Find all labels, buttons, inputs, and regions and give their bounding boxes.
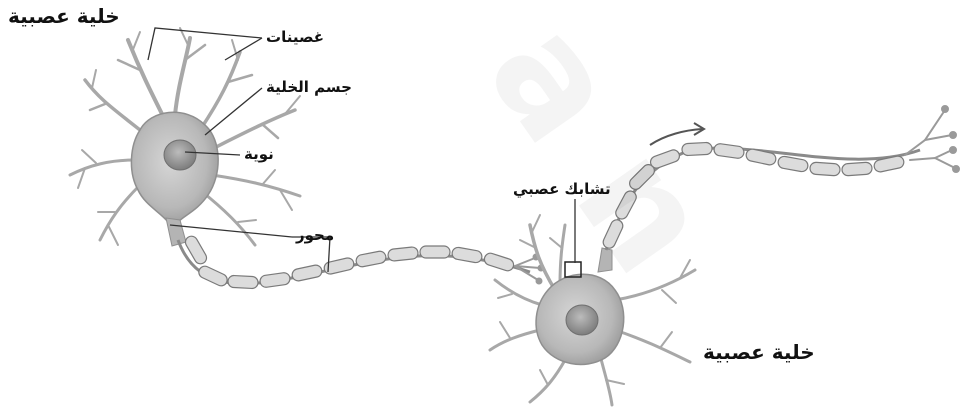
label-axon: محور xyxy=(296,226,334,244)
axon-2-terminals xyxy=(905,106,959,172)
label-synapse: تشابك عصبي xyxy=(513,180,611,198)
neuron-1-nucleus xyxy=(164,140,196,170)
label-neuron-bottom: خلية عصبية xyxy=(703,340,815,364)
label-dendrites: غصينات xyxy=(266,28,324,46)
label-cell-body: جسم الخلية xyxy=(266,78,352,96)
neuron-2-nucleus xyxy=(566,305,598,335)
label-nucleus: نوية xyxy=(244,145,274,163)
label-neuron-top: خلية عصبية xyxy=(8,4,120,28)
myelin-sheath-1 xyxy=(183,234,515,289)
neuron-1-axon-hillock xyxy=(166,218,186,246)
